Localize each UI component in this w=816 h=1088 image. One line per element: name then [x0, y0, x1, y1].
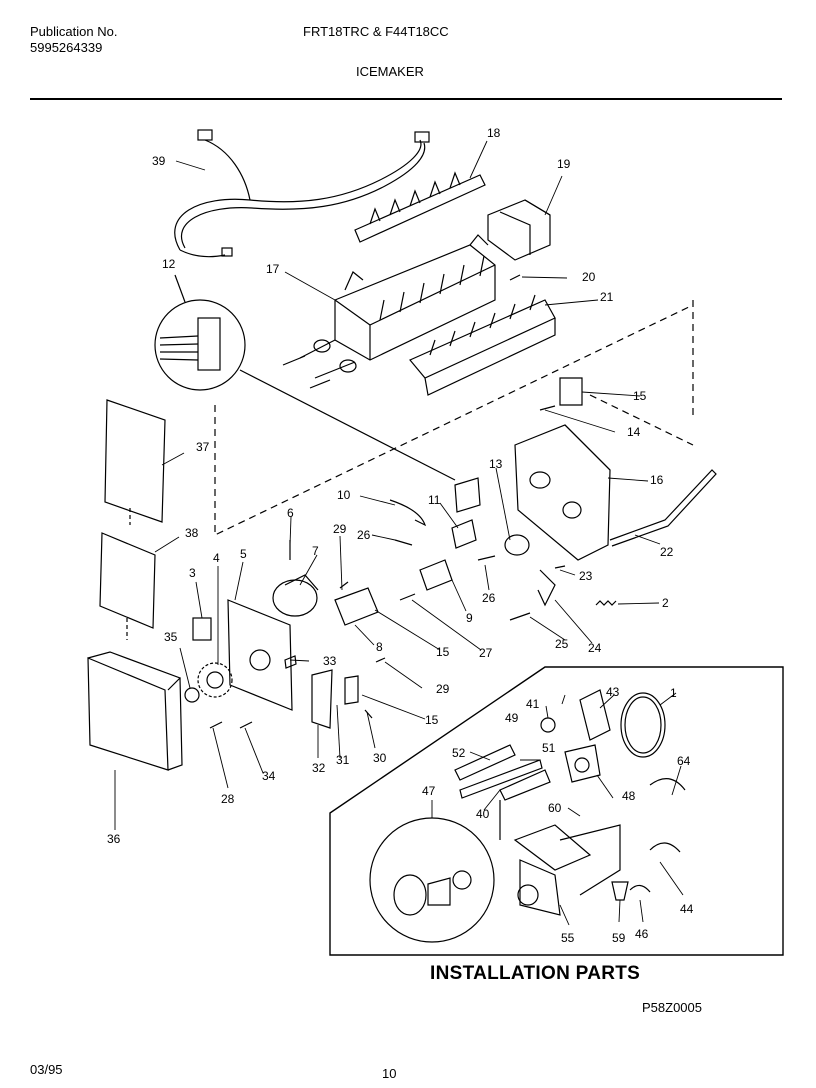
leader-lines	[114, 140, 684, 926]
callout-28: 28	[221, 792, 235, 806]
callout-27: 27	[479, 646, 493, 660]
callout-30: 30	[373, 751, 387, 765]
callout-9: 9	[466, 611, 473, 625]
connector-detail	[154, 274, 456, 481]
publication-label: Publication No.	[30, 24, 118, 39]
callout-60: 60	[548, 801, 562, 815]
callout-51: 51	[542, 741, 556, 755]
publication-block: Publication No. 5995264339	[30, 24, 117, 56]
model-numbers: FRT18TRC & F44T18CC	[303, 24, 449, 39]
callout-26-b: 26	[482, 591, 496, 605]
lever	[537, 569, 556, 607]
page-number: 10	[382, 1066, 397, 1081]
timing-gear	[197, 662, 233, 698]
callout-33: 33	[323, 654, 337, 668]
callout-14: 14	[627, 425, 641, 439]
callout-25: 25	[555, 637, 569, 651]
callout-47: 47	[422, 784, 436, 798]
callout-32: 32	[312, 761, 326, 775]
callout-31: 31	[336, 753, 350, 767]
callout-12: 12	[162, 257, 176, 271]
callout-24: 24	[588, 641, 602, 655]
stripper	[409, 294, 556, 396]
callout-21: 21	[600, 290, 614, 304]
shutoff-switch	[344, 675, 359, 705]
mounting-plate	[227, 599, 293, 711]
ejector	[354, 171, 486, 243]
callout-19: 19	[557, 157, 571, 171]
callout-52: 52	[452, 746, 466, 760]
callout-6: 6	[287, 506, 294, 520]
arm-spring	[595, 600, 617, 606]
callout-2: 2	[662, 596, 669, 610]
callout-49: 49	[505, 711, 519, 725]
screws	[209, 274, 566, 729]
callout-44: 44	[680, 902, 694, 916]
cam	[419, 559, 453, 591]
callout-26-a: 26	[357, 528, 371, 542]
header-rule	[30, 98, 782, 100]
fuse-card	[192, 617, 212, 641]
shutoff-arm	[609, 469, 717, 547]
callout-29-a: 29	[333, 522, 347, 536]
spring	[389, 499, 427, 527]
mold-heater-terminal	[504, 534, 530, 556]
callout-7: 7	[312, 544, 319, 558]
callout-15-c: 15	[425, 713, 439, 727]
callout-11: 11	[428, 493, 441, 507]
switch-mount	[311, 669, 333, 729]
callout-35: 35	[164, 630, 178, 644]
footer-date: 03/95	[30, 1062, 63, 1077]
callout-34: 34	[262, 769, 276, 783]
callout-22: 22	[660, 545, 674, 559]
publication-number: 5995264339	[30, 40, 103, 55]
connector	[451, 519, 477, 549]
callout-29-b: 29	[436, 682, 450, 696]
callout-17: 17	[266, 262, 280, 276]
motor	[272, 574, 319, 617]
callout-46: 46	[635, 927, 649, 941]
callout-39: 39	[152, 154, 166, 168]
label-card	[99, 532, 156, 629]
callout-40: 40	[476, 807, 490, 821]
installation-parts-title: INSTALLATION PARTS	[430, 963, 641, 984]
callout-15-b: 15	[436, 645, 450, 659]
callout-36: 36	[107, 832, 121, 846]
callout-55: 55	[561, 931, 575, 945]
callout-18: 18	[487, 126, 501, 140]
callout-64: 64	[677, 754, 691, 768]
ice-mold	[299, 234, 496, 379]
harness-plug	[454, 477, 481, 513]
installation-parts	[369, 689, 686, 943]
callout-16: 16	[650, 473, 664, 487]
callout-37: 37	[196, 440, 210, 454]
callout-1: 1	[670, 686, 677, 700]
callout-43: 43	[606, 685, 620, 699]
callout-8: 8	[376, 640, 383, 654]
callout-59: 59	[612, 931, 626, 945]
switch-bracket	[559, 377, 583, 406]
shutoff-bracket	[487, 199, 551, 261]
instruction-card	[104, 399, 166, 523]
wire-harness	[174, 129, 430, 258]
holding-switch	[334, 587, 379, 626]
motor-housing	[514, 424, 611, 561]
callout-10: 10	[337, 488, 351, 502]
diagram-code: P58Z0005	[642, 1000, 702, 1015]
section-title: ICEMAKER	[356, 64, 424, 79]
callout-23: 23	[579, 569, 593, 583]
thermostat	[184, 687, 200, 703]
callout-20: 20	[582, 270, 596, 284]
callout-3: 3	[189, 566, 196, 580]
callout-41: 41	[526, 697, 540, 711]
callout-4: 4	[213, 551, 220, 565]
callout-15-a: 15	[633, 389, 647, 403]
callout-5: 5	[240, 547, 247, 561]
callout-48: 48	[622, 789, 636, 803]
callout-38: 38	[185, 526, 199, 540]
front-cover	[87, 651, 183, 771]
callout-13: 13	[489, 457, 503, 471]
